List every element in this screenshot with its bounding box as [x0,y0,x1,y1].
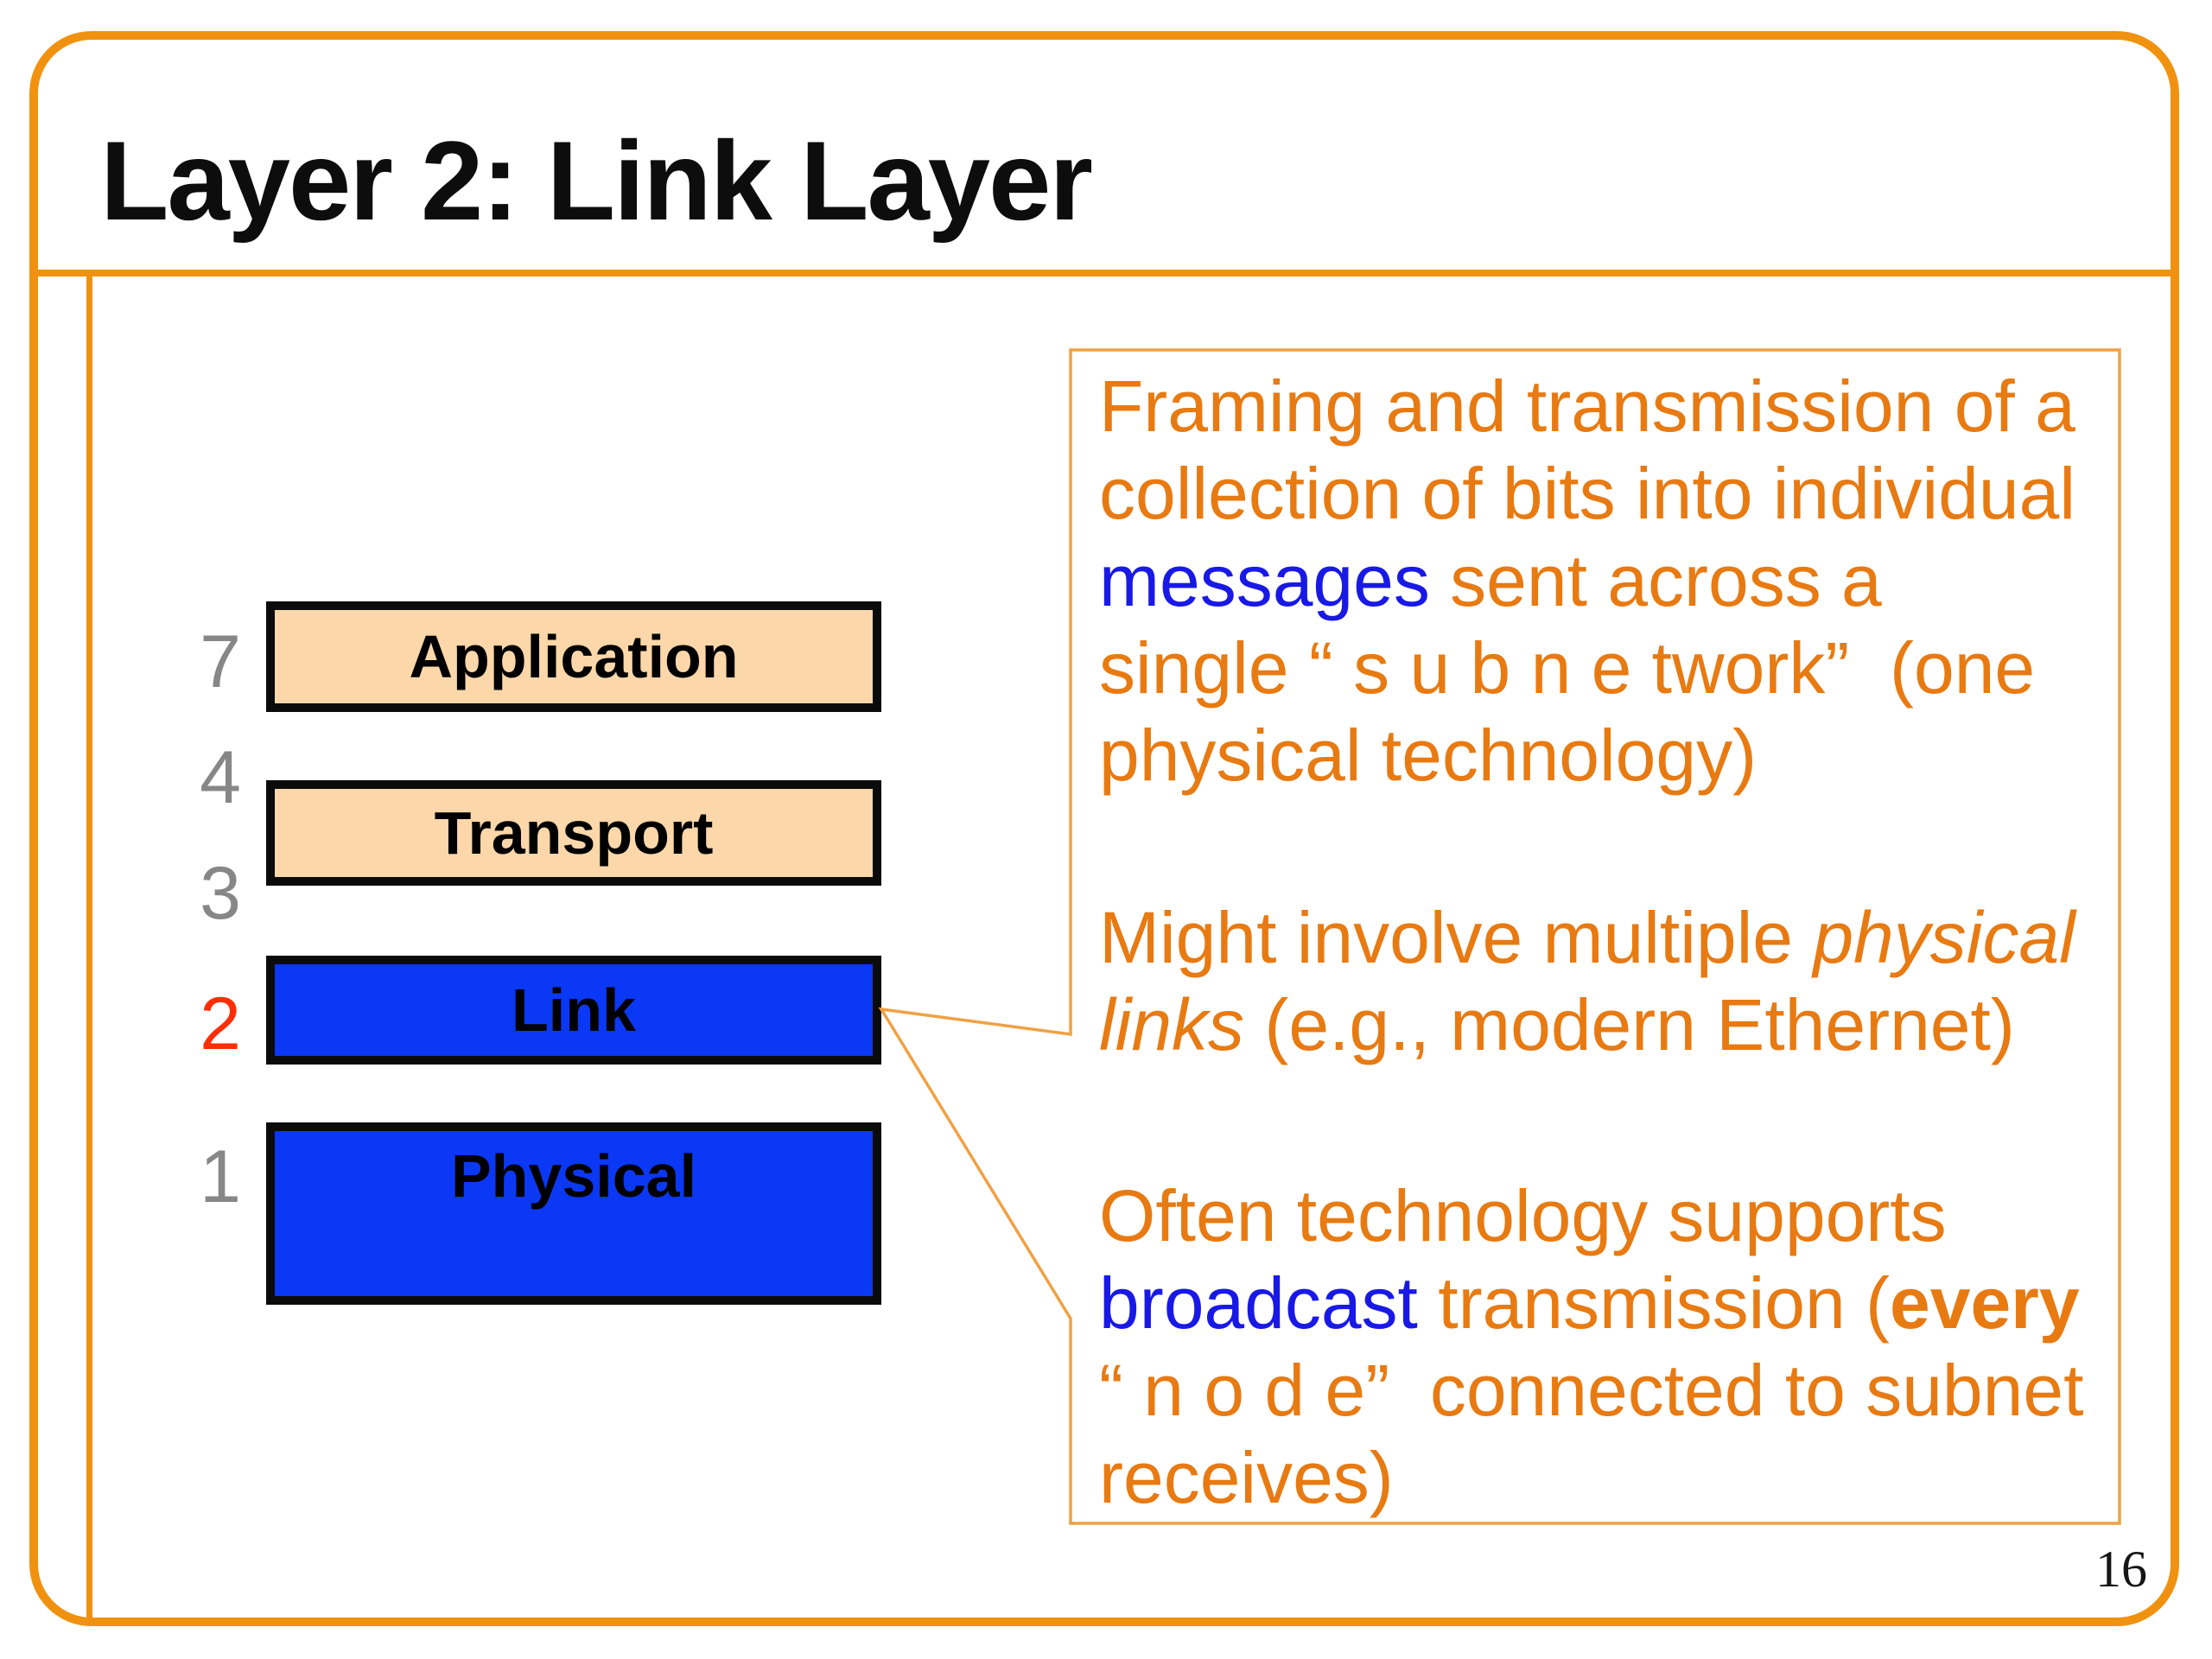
layer-box-label: Transport [434,799,714,867]
layer-number-4: 4 [200,736,241,819]
layer-number-1: 1 [200,1135,241,1218]
title-separator-line [29,270,2179,276]
callout-paragraph-framing: Framing and transmission of a collection… [1099,363,2136,799]
layer-box-label: Application [409,623,739,690]
text-run: sent across a single “ s u b n e twork” … [1099,540,2036,796]
page-number: 16 [2095,1541,2147,1598]
layer-box-label: Physical [450,1142,697,1210]
text-run: every [1890,1262,2080,1344]
text-run: transmission ( [1417,1262,1891,1344]
text-run: Might involve multiple [1099,897,1814,978]
slide-frame-border [29,31,2179,1626]
callout-paragraph-broadcast: Often technology supports broadcast tran… [1099,1173,2136,1522]
slide-title: Layer 2: Link Layer [100,118,1093,244]
text-run: Framing and transmission of a collection… [1099,365,2075,534]
text-run: “ n o d e” connected to subnet receives) [1099,1350,2084,1518]
callout-textbox: Framing and transmission of a collection… [1099,363,2136,1522]
text-run: messages [1099,540,1430,621]
callout-shape [878,348,2121,1525]
left-accent-line [86,275,92,1619]
text-run: (e.g., modern Ethernet) [1244,984,2015,1065]
callout-paragraph-links: Might involve multiple physical links (e… [1099,894,2136,1069]
layer-box-physical: Physical [266,1122,881,1305]
layer-number-7: 7 [200,620,241,703]
text-run: Often technology supports [1099,1175,1947,1256]
layer-box-link: Link [266,956,881,1065]
text-run: broadcast [1099,1262,1418,1344]
layer-box-label: Link [512,976,636,1044]
text-run: physical links [1099,897,2075,1065]
layer-box-transport: Transport [266,780,881,886]
layer-number-3: 3 [200,852,241,935]
layer-box-application: Application [266,601,881,712]
layer-number-2: 2 [200,982,241,1065]
